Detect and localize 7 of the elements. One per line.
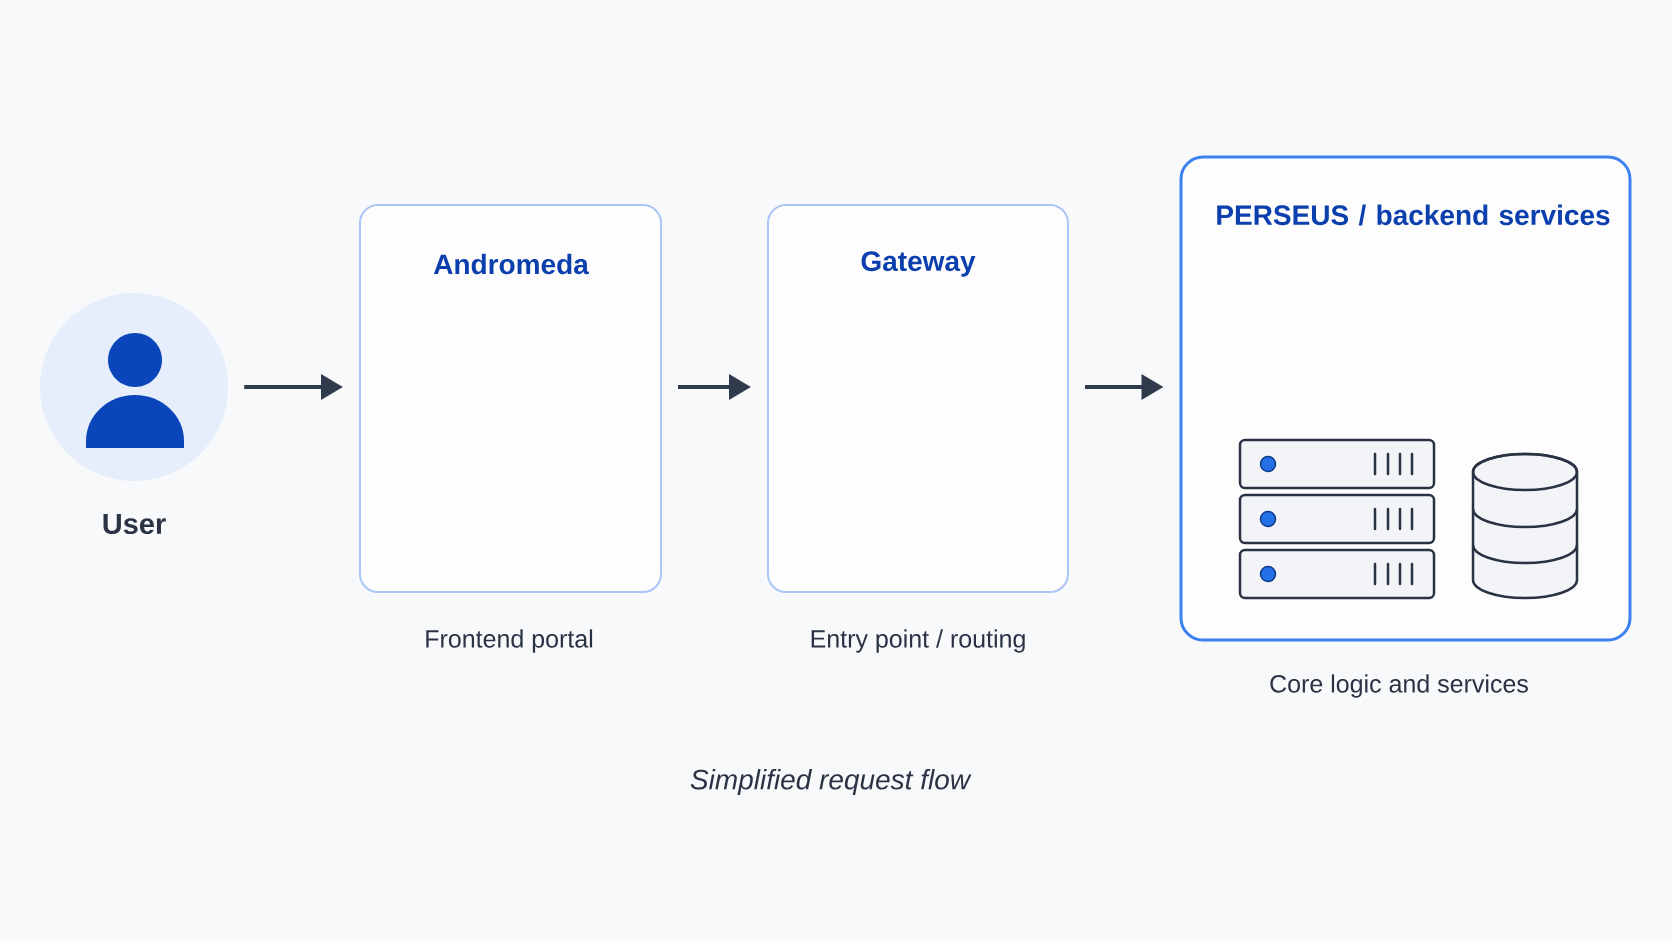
box-caption: Frontend portal xyxy=(426,629,593,653)
box-caption: Core logic and services xyxy=(1270,674,1528,698)
box-caption: Entry point / routing xyxy=(811,629,1025,653)
figure-caption: Simplified request flow xyxy=(690,768,972,796)
node-label: User xyxy=(103,513,166,535)
service-box: Gateway xyxy=(767,204,1069,593)
service-box: Andromeda xyxy=(359,204,662,593)
